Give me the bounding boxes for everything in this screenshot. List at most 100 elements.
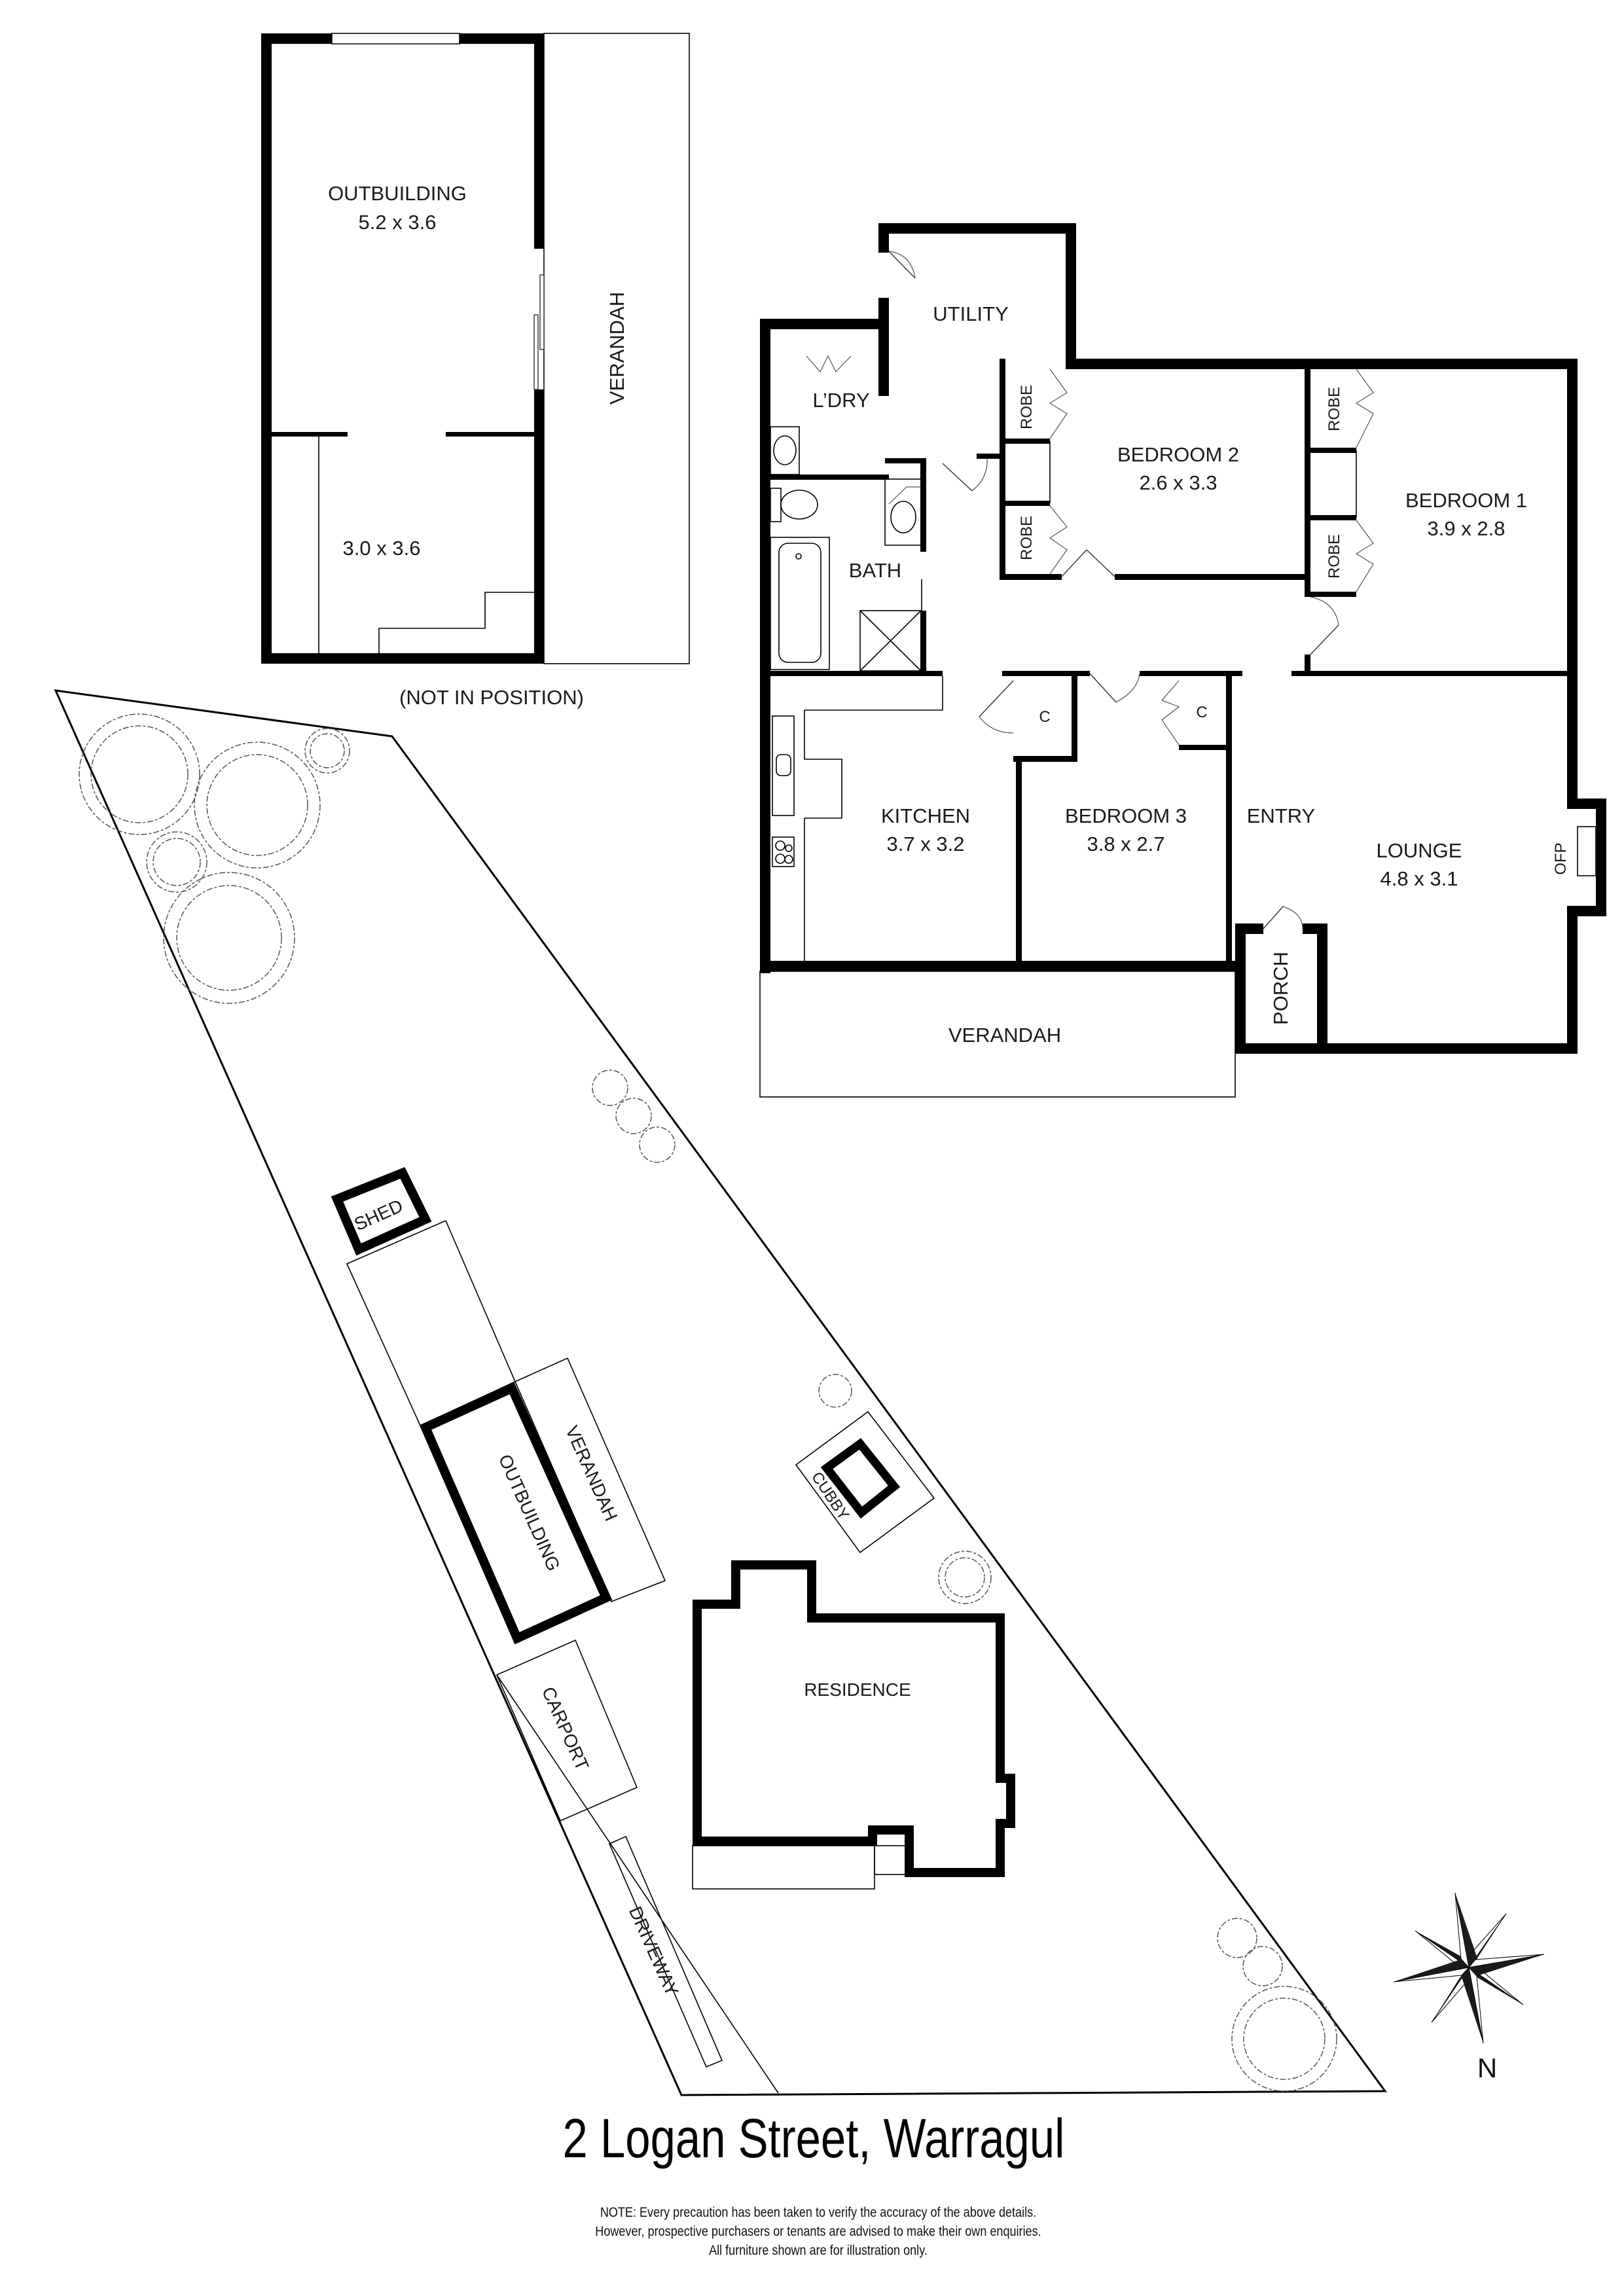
doors bbox=[806, 251, 1374, 929]
wall bbox=[1310, 592, 1356, 597]
house-floor-plan: UTILITY L’DRY BATH BEDROOM 2 2.6 x 3.3 B… bbox=[759, 223, 1606, 1098]
laundry-label: L’DRY bbox=[812, 389, 869, 412]
wall bbox=[1235, 1043, 1578, 1054]
wall bbox=[1013, 756, 1077, 762]
wall bbox=[1305, 359, 1310, 597]
wall bbox=[878, 223, 1076, 234]
shower-cross bbox=[859, 610, 922, 672]
cooktop-burner-icon bbox=[775, 840, 785, 851]
driveway-strip-outline bbox=[608, 1835, 723, 2068]
tree-icon bbox=[615, 1098, 652, 1134]
toilet-cistern bbox=[770, 488, 782, 522]
wall bbox=[1567, 359, 1578, 804]
wall bbox=[920, 458, 926, 552]
wall bbox=[977, 454, 1003, 459]
wall bbox=[1235, 924, 1246, 1054]
hall-door bbox=[942, 463, 973, 492]
wall bbox=[1002, 671, 1090, 676]
kitchen-closet-door bbox=[979, 680, 1014, 717]
wall bbox=[1596, 798, 1606, 916]
shower-base bbox=[859, 610, 922, 672]
outbuilding-top-wall-right bbox=[460, 33, 544, 44]
ensuite-door bbox=[888, 486, 921, 505]
tree-icon bbox=[206, 754, 308, 856]
compass-point-west bbox=[1393, 1967, 1470, 1982]
door-swing-arc bbox=[888, 251, 916, 279]
kitchen-dims: 3.7 x 3.2 bbox=[887, 833, 965, 855]
porch-label: PORCH bbox=[1269, 952, 1292, 1025]
bedroom2-dims: 2.6 x 3.3 bbox=[1140, 471, 1218, 494]
wall bbox=[770, 671, 943, 676]
tree-icon bbox=[304, 728, 350, 774]
tree-icon bbox=[818, 1374, 852, 1408]
kitchen-sink-bowl-icon bbox=[776, 754, 791, 776]
bedroom1-label: BEDROOM 1 bbox=[1405, 489, 1527, 512]
bedroom3-dims: 3.8 x 2.7 bbox=[1087, 833, 1165, 855]
trees bbox=[79, 713, 1337, 2092]
bathtub-drain bbox=[795, 553, 802, 560]
property-address-title: 2 Logan Street, Warragul bbox=[563, 2108, 1065, 2170]
wall bbox=[1235, 924, 1263, 934]
disclaimer-line-3: All furniture shown are for illustration… bbox=[709, 2243, 928, 2259]
laundry-tub bbox=[770, 426, 800, 475]
wall bbox=[1016, 756, 1022, 965]
wall bbox=[1140, 671, 1242, 676]
fireplace-hearth bbox=[1577, 826, 1597, 876]
outbuilding-left-wall bbox=[261, 33, 272, 664]
tree-icon bbox=[153, 838, 201, 886]
door-swing-arc bbox=[1115, 673, 1140, 703]
vanity bbox=[884, 478, 922, 546]
outbuilding-right-wall-upper bbox=[534, 33, 544, 249]
bedroom2-label: BEDROOM 2 bbox=[1117, 443, 1239, 466]
tree-icon bbox=[945, 1557, 985, 1598]
outbuilding-second-room-dims: 3.0 x 3.6 bbox=[343, 537, 421, 560]
closet-label: C bbox=[1196, 704, 1207, 721]
wall bbox=[1115, 574, 1310, 580]
wall bbox=[885, 458, 926, 463]
wall bbox=[1310, 515, 1356, 520]
cubby-pad-outline bbox=[795, 1410, 935, 1554]
site-outbuilding-outline bbox=[419, 1382, 613, 1645]
compass-point-south bbox=[1461, 1967, 1483, 2043]
fireplace-label: OFP bbox=[1552, 842, 1570, 874]
wall bbox=[760, 319, 770, 973]
bedroom3-label: BEDROOM 3 bbox=[1065, 804, 1187, 827]
tree-icon bbox=[592, 1069, 628, 1106]
door-swing-arc bbox=[971, 457, 988, 492]
utility-door bbox=[888, 251, 916, 279]
wall bbox=[760, 319, 889, 329]
door-swing-arc bbox=[1310, 596, 1339, 626]
residence-front-verandah bbox=[692, 1845, 875, 1890]
lot-boundary bbox=[54, 689, 1387, 2096]
house-verandah-label: VERANDAH bbox=[948, 1024, 1061, 1047]
sliding-door-panel bbox=[539, 274, 545, 350]
wall bbox=[770, 475, 889, 480]
robe-label: ROBE bbox=[1326, 387, 1343, 431]
compass-point-north bbox=[1455, 1893, 1478, 1967]
porch-door bbox=[1263, 906, 1284, 929]
entry-label: ENTRY bbox=[1247, 804, 1316, 827]
tree-icon bbox=[146, 831, 208, 893]
cooktop-burner-icon bbox=[785, 844, 793, 852]
wall bbox=[1226, 671, 1232, 965]
sliding-door-panel bbox=[533, 314, 539, 390]
compass-point-east bbox=[1469, 1954, 1544, 1976]
wall bbox=[1305, 655, 1310, 676]
fixtures bbox=[770, 426, 943, 961]
compass-point-east bbox=[1468, 1954, 1545, 1968]
outbuilding-top-wall-left bbox=[261, 33, 332, 44]
disclaimer-line-1: NOTE: Every precaution has been taken to… bbox=[600, 2205, 1036, 2221]
wall bbox=[1005, 501, 1050, 506]
tree-icon bbox=[163, 872, 295, 1004]
outbuilding-room-dims: 5.2 x 3.6 bbox=[359, 211, 437, 234]
wall bbox=[1567, 906, 1578, 1054]
site-plan: SHED VERANDAH OUTBUILDING CARPORT DRIVEW… bbox=[54, 689, 1387, 2096]
carport-outline bbox=[496, 1639, 638, 1822]
residence-label: RESIDENCE bbox=[804, 1679, 911, 1700]
wall bbox=[1072, 671, 1077, 762]
outbuilding-partition-left bbox=[272, 432, 348, 437]
wall bbox=[760, 961, 1246, 971]
compass-point-west bbox=[1394, 1960, 1469, 1982]
tree-icon bbox=[310, 733, 345, 768]
outbuilding-room-name: OUTBUILDING bbox=[328, 182, 467, 205]
